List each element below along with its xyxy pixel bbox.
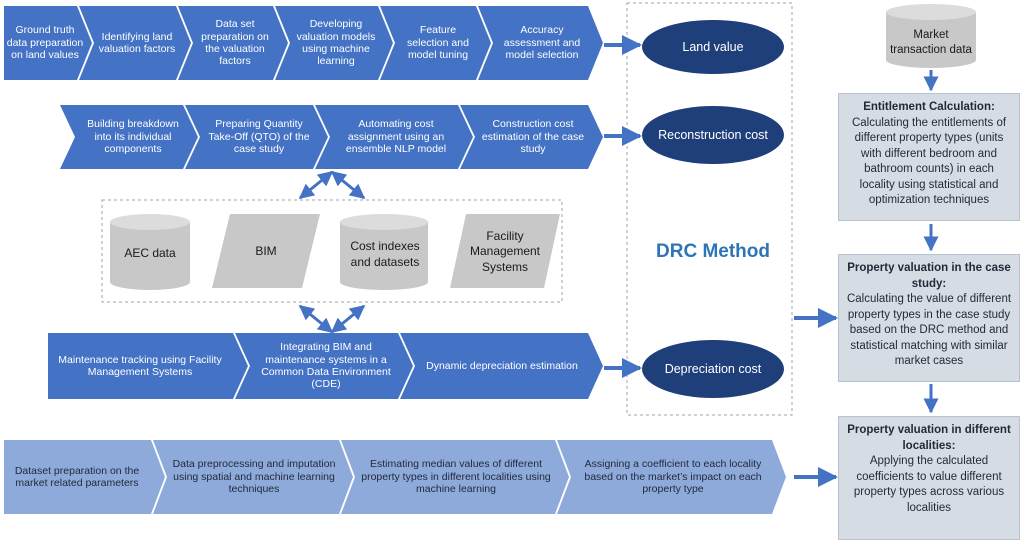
double-arrow-down-left [298, 304, 334, 334]
market-data-cylinder [886, 4, 976, 68]
case-study-body: Calculating the value of different prope… [846, 293, 1012, 368]
dep-step-3: Dynamic depreciation estimation [426, 359, 578, 372]
recon-step-4-shape [460, 105, 603, 169]
localities-body: Applying the calculated coefficients to … [853, 455, 1005, 514]
market-data-label: Market transaction data [890, 29, 972, 56]
recon-step-3: Automating cost assignment using an ense… [345, 118, 447, 156]
land-step-6-shape [478, 6, 603, 80]
recon-step-1: Building breakdown into its individual c… [87, 118, 179, 156]
entitlement-body: Calculating the entitlements of differen… [851, 116, 1007, 207]
data-sources-frame [101, 199, 563, 303]
market-step-1-shape [4, 440, 165, 514]
market-step-4: Assigning a coefficient to each locality… [584, 458, 762, 496]
land-step-1-shape [4, 6, 92, 80]
entitlement-box: Entitlement Calculation: Calculating the… [838, 93, 1020, 221]
dep-step-3-shape [400, 333, 603, 399]
case-study-title: Property valuation in the case study: [847, 262, 1011, 290]
land-value-ellipse [642, 20, 784, 74]
cost-indexes-label: Cost indexes and datasets [350, 239, 420, 269]
dep-step-2: Integrating BIM and maintenance systems … [261, 341, 391, 391]
land-step-5-shape [380, 6, 491, 80]
recon-step-1-shape [60, 105, 198, 169]
facility-label: Facility Management Systems [469, 228, 541, 274]
land-step-5: Feature selection and model tuning [407, 24, 469, 62]
double-arrow-down-right [330, 304, 366, 334]
recon-step-4: Construction cost estimation of the case… [481, 118, 585, 156]
recon-step-3-shape [315, 105, 473, 169]
land-step-2: Identifying land valuation factors [98, 30, 176, 55]
land-step-3-shape [178, 6, 288, 80]
market-step-4-shape [557, 440, 786, 514]
depreciation-cost-ellipse [642, 340, 784, 398]
dep-step-2-shape [235, 333, 413, 399]
land-step-3: Data set preparation on the valuation fa… [201, 18, 269, 68]
cost-indexes-cylinder [340, 214, 428, 290]
localities-title: Property valuation in different localiti… [847, 424, 1011, 452]
bim-parallelogram [212, 214, 320, 288]
depreciation-cost-label: Depreciation cost [664, 361, 762, 376]
bim-label: BIM [255, 244, 277, 259]
land-step-4: Developing valuation models using machin… [296, 18, 376, 68]
land-step-4-shape [275, 6, 393, 80]
aec-data-label: AEC data [124, 246, 176, 261]
recon-step-2-shape [185, 105, 328, 169]
drc-method-frame [626, 2, 793, 416]
dep-step-1: Maintenance tracking using Facility Mana… [58, 353, 222, 378]
localities-box: Property valuation in different localiti… [838, 416, 1020, 540]
drc-method-label: DRC Method [656, 241, 770, 262]
double-arrow-up-left [298, 170, 334, 200]
market-step-2-shape [153, 440, 353, 514]
land-step-6: Accuracy assessment and model selection [503, 24, 581, 62]
market-step-2: Data preprocessing and imputation using … [172, 458, 336, 496]
aec-data-cylinder [110, 214, 190, 290]
market-step-3: Estimating median values of different pr… [361, 458, 551, 496]
market-step-1: Dataset preparation on the market relate… [14, 464, 140, 489]
land-step-1: Ground truth data preparation on land va… [6, 24, 84, 62]
reconstruction-cost-ellipse [642, 106, 784, 164]
entitlement-title: Entitlement Calculation: [863, 101, 995, 113]
double-arrow-up-right [330, 170, 366, 200]
reconstruction-cost-label: Reconstruction cost [658, 127, 768, 142]
recon-step-2: Preparing Quantity Take-Off (QTO) of the… [208, 118, 310, 156]
market-step-3-shape [341, 440, 569, 514]
land-step-2-shape [79, 6, 191, 80]
land-value-label: Land value [682, 39, 744, 54]
facility-parallelogram [450, 214, 560, 288]
case-study-box: Property valuation in the case study: Ca… [838, 254, 1020, 382]
dep-step-1-shape [48, 333, 248, 399]
